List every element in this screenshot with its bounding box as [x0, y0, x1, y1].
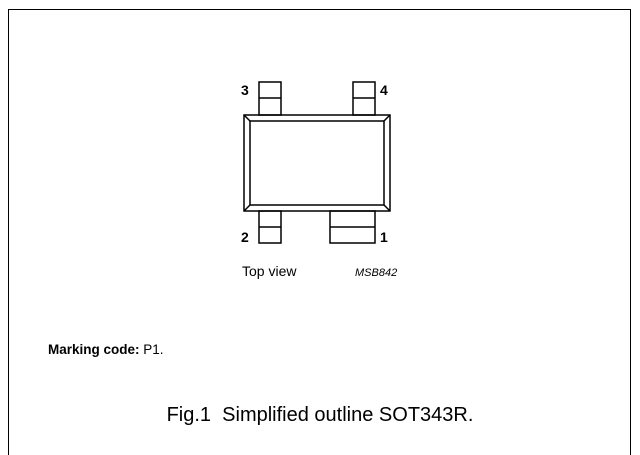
marking-code-line: Marking code: P1. [48, 342, 164, 357]
pin-1-lead [329, 210, 376, 244]
pin-2-label: 2 [241, 229, 249, 245]
pin-4-lead [352, 81, 376, 116]
package-body [243, 114, 391, 212]
bevel-top-left [243, 114, 251, 122]
drawing-code-label: MSB842 [355, 267, 397, 279]
bevel-bottom-right [383, 204, 391, 212]
pin-2-lead [258, 210, 282, 244]
marking-code-value: P1. [139, 342, 164, 357]
pin-3-label: 3 [241, 82, 249, 98]
pin-4-label: 4 [380, 82, 388, 98]
figure-frame [8, 9, 631, 455]
figure-caption: Fig.1 Simplified outline SOT343R. [166, 404, 474, 426]
package-body-inner [249, 120, 385, 206]
bevel-top-right [383, 114, 391, 122]
pin-3-lead [258, 81, 282, 116]
pin-1-label: 1 [380, 229, 388, 245]
bevel-bottom-left [243, 204, 251, 212]
marking-code-label: Marking code: [48, 342, 140, 357]
package-body-outer [243, 114, 391, 212]
view-label: Top view [242, 263, 297, 279]
